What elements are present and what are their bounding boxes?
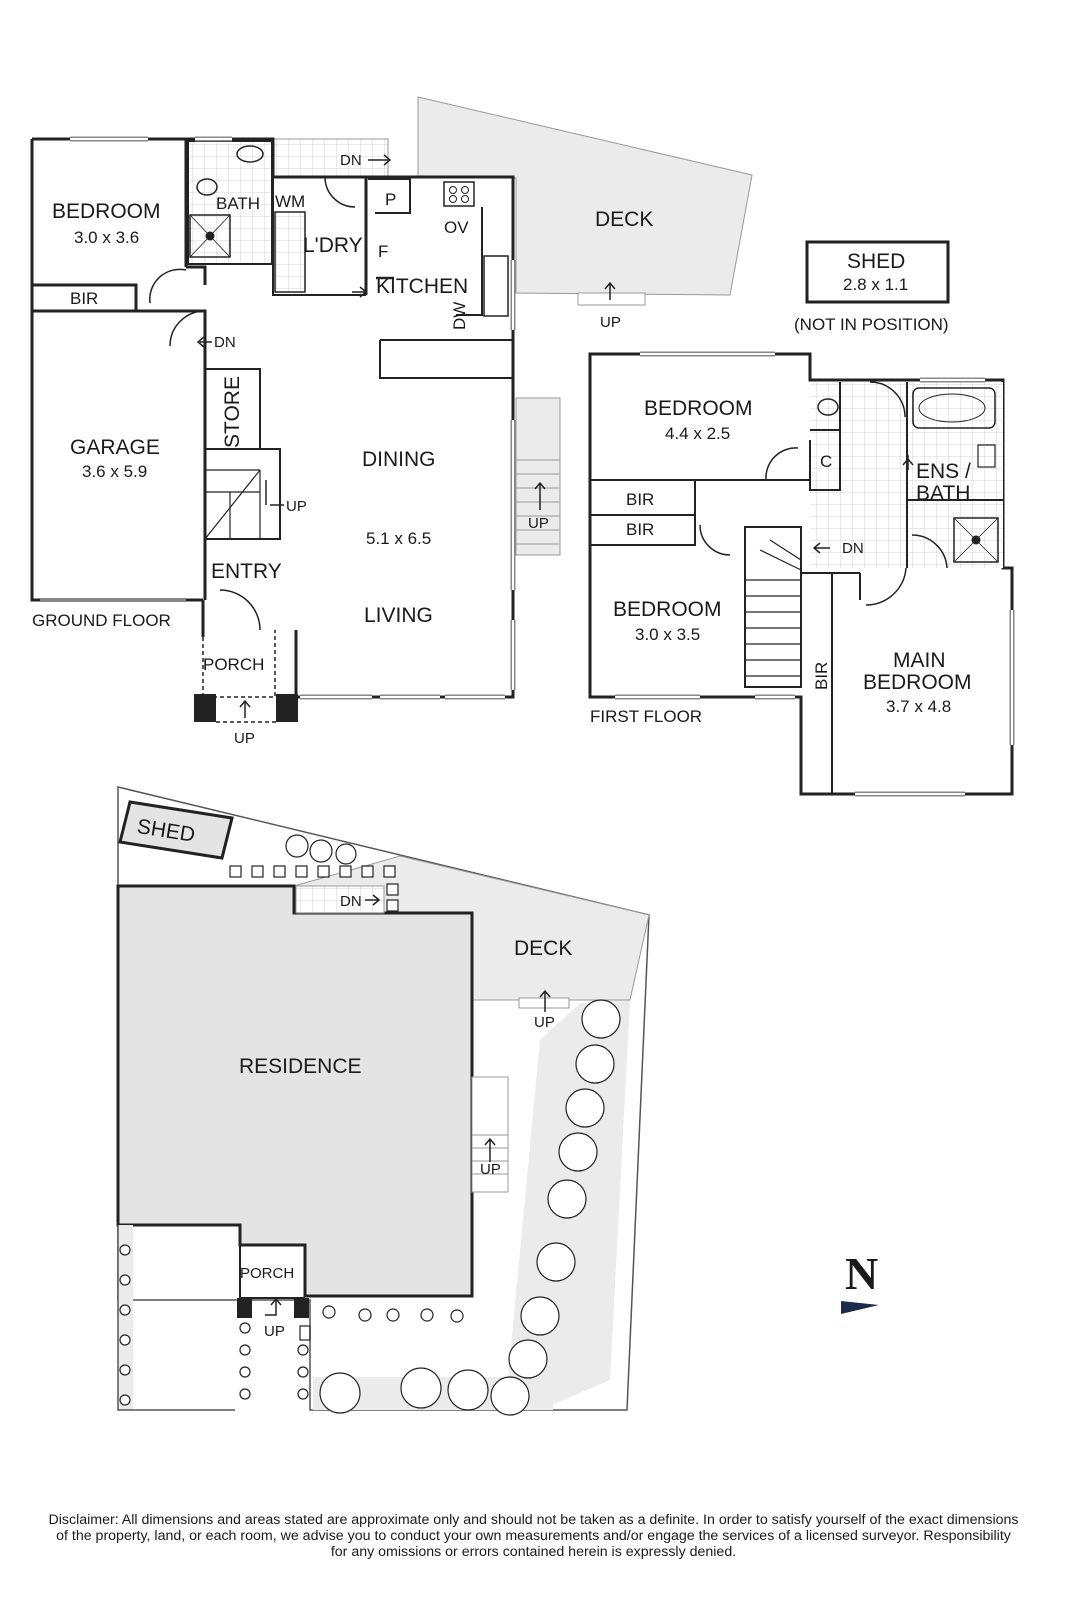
site-porch-label: PORCH (240, 1265, 295, 1282)
first-floor-plan (588, 351, 1015, 797)
deck-label: DECK (595, 208, 654, 231)
main-bedroom-label-2: BEDROOM (863, 671, 972, 694)
bedroom-label: BEDROOM (52, 200, 161, 223)
residence-label: RESIDENCE (239, 1055, 362, 1078)
fridge-label: F (378, 242, 389, 261)
oven-label: OV (444, 218, 469, 237)
dn-label-hall: DN (214, 334, 236, 351)
first-floor-walls (588, 352, 1014, 796)
ground-floor-caption: GROUND FLOOR (32, 611, 171, 630)
bedroom-2-label: BEDROOM (644, 397, 753, 420)
shed-label: SHED (847, 250, 906, 273)
disclaimer-line-1: Disclaimer: All dimensions and areas sta… (48, 1512, 1019, 1528)
living-label: LIVING (364, 604, 433, 627)
bedroom-3-label: BEDROOM (613, 598, 722, 621)
north-arrow-icon (841, 1301, 879, 1314)
bedroom-2-dims: 4.4 x 2.5 (665, 424, 731, 443)
main-bir-label: BIR (812, 661, 831, 690)
site-shed (118, 800, 234, 860)
ens-bath-label-2: BATH (916, 482, 971, 505)
up-label-stairs: UP (286, 498, 307, 515)
dining-living-dims: 5.1 x 6.5 (366, 529, 432, 548)
dn-label-laundry: DN (340, 152, 362, 169)
site-up-label-side: UP (480, 1161, 501, 1178)
first-floor-caption: FIRST FLOOR (590, 707, 703, 726)
pantry-label: P (385, 190, 397, 209)
site-up-label-porch: UP (264, 1323, 285, 1340)
dining-label: DINING (362, 448, 436, 471)
site-plan (116, 786, 650, 1416)
site-up-label-deck: UP (534, 1014, 555, 1031)
closet-label: C (820, 452, 833, 471)
ens-bath-label-1: ENS / (916, 460, 971, 483)
garage-label: GARAGE (70, 436, 160, 459)
main-bedroom-dims: 3.7 x 4.8 (886, 697, 952, 716)
wm-label: WM (275, 192, 306, 211)
disclaimer-line-3: for any omissions or errors contained he… (330, 1544, 737, 1560)
site-dn-label: DN (340, 893, 362, 910)
bir-label: BIR (70, 289, 99, 308)
bedroom-3-dims: 3.0 x 3.5 (635, 625, 701, 644)
north-label: N (845, 1248, 879, 1299)
laundry-label: L'DRY (303, 234, 363, 257)
bedroom-dims: 3.0 x 3.6 (74, 228, 140, 247)
bath-label: BATH (216, 194, 261, 213)
dn-label-first: DN (842, 540, 864, 557)
kitchen-label: KITCHEN (376, 275, 469, 298)
up-label-side: UP (528, 515, 549, 532)
disclaimer: Disclaimer: All dimensions and areas sta… (18, 1512, 1049, 1560)
up-label-deck: UP (600, 314, 621, 331)
main-bedroom-label-1: MAIN (893, 649, 946, 672)
ground-floor-plan (30, 96, 753, 723)
entry-label: ENTRY (211, 560, 282, 583)
garage-dims: 3.6 x 5.9 (82, 462, 148, 481)
porch-label: PORCH (203, 655, 265, 674)
site-deck-label: DECK (514, 937, 573, 960)
bir-1-label: BIR (626, 490, 655, 509)
bir-2-label: BIR (626, 520, 655, 539)
shed-note: (NOT IN POSITION) (794, 315, 949, 334)
up-label-porch: UP (234, 730, 255, 747)
dishwasher-label: DW (450, 301, 469, 330)
disclaimer-line-2: of the property, land, or each room, we … (56, 1528, 1011, 1544)
store-label: STORE (221, 376, 244, 448)
shed-box (805, 240, 950, 304)
shed-dims: 2.8 x 1.1 (843, 275, 909, 294)
residence-footprint (116, 884, 474, 1298)
